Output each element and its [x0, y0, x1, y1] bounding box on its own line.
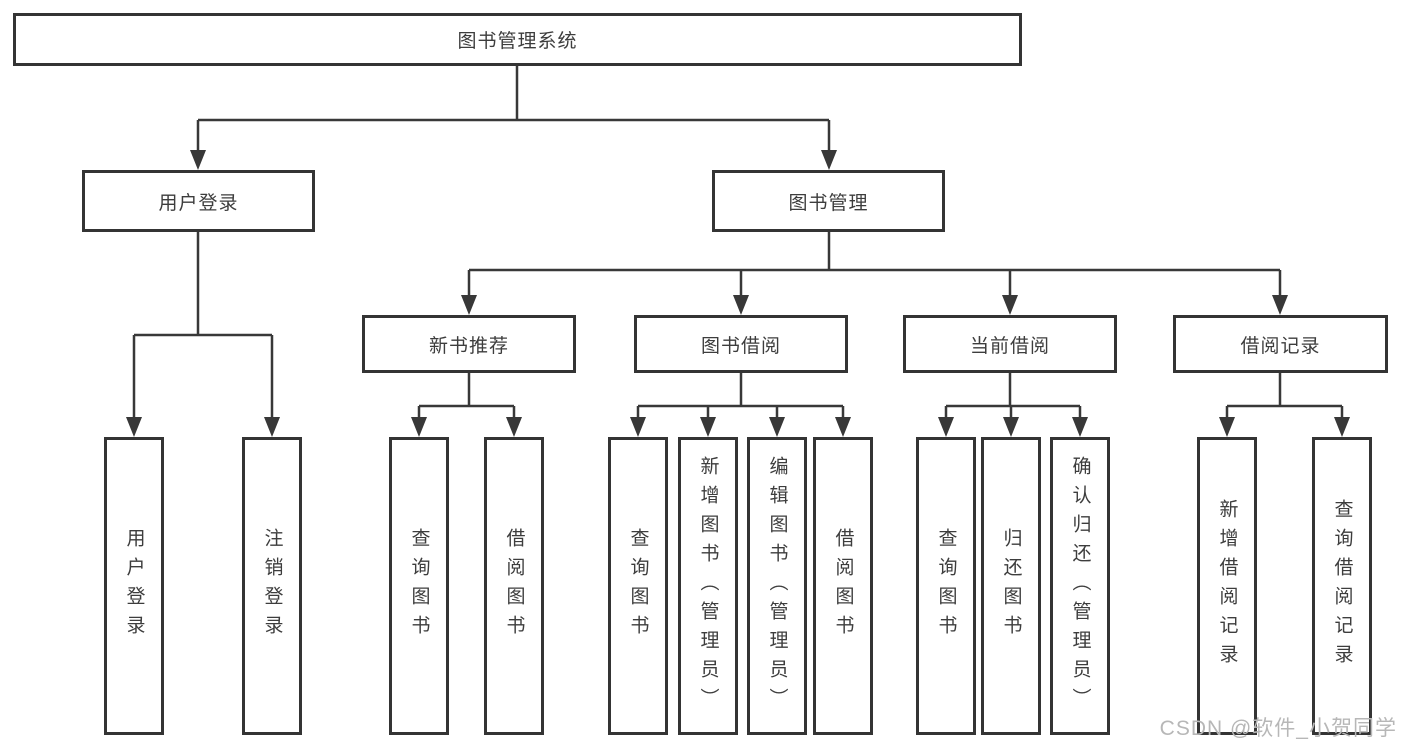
- leaf-confirm-return-admin: 确认归还（管理员）: [1050, 437, 1110, 735]
- arrowhead-icon: [700, 417, 716, 437]
- leaf-query-borrowing-record: 查询借阅记录: [1312, 437, 1372, 735]
- node-user-login: 用户登录: [82, 170, 315, 232]
- arrowhead-icon: [821, 150, 837, 170]
- arrowhead-icons: [126, 150, 1350, 437]
- leaf-query-books-3: 查询图书: [916, 437, 976, 735]
- leaf-return-books: 归还图书: [981, 437, 1041, 735]
- leaf-edit-books-admin: 编辑图书（管理员）: [747, 437, 807, 735]
- leaf-query-books-2: 查询图书: [608, 437, 668, 735]
- arrowhead-icon: [835, 417, 851, 437]
- arrowhead-icon: [769, 417, 785, 437]
- leaf-query-books-1: 查询图书: [389, 437, 449, 735]
- arrowhead-icon: [1072, 417, 1088, 437]
- arrowhead-icon: [506, 417, 522, 437]
- arrowhead-icon: [1002, 295, 1018, 315]
- arrowhead-icon: [938, 417, 954, 437]
- arrowhead-icon: [1334, 417, 1350, 437]
- arrowhead-icon: [411, 417, 427, 437]
- arrowhead-icon: [461, 295, 477, 315]
- arrowhead-icon: [1219, 417, 1235, 437]
- arrowhead-icon: [126, 417, 142, 437]
- node-library-management-system: 图书管理系统: [13, 13, 1022, 66]
- watermark-text: CSDN @软件_小贺同学: [1159, 717, 1397, 740]
- leaf-add-borrowing-record: 新增借阅记录: [1197, 437, 1257, 735]
- arrowhead-icon: [1003, 417, 1019, 437]
- arrowhead-icon: [264, 417, 280, 437]
- node-new-book-recommendation: 新书推荐: [362, 315, 576, 373]
- arrowhead-icon: [190, 150, 206, 170]
- node-book-management: 图书管理: [712, 170, 945, 232]
- node-current-borrowing: 当前借阅: [903, 315, 1117, 373]
- leaf-borrow-books-1: 借阅图书: [484, 437, 544, 735]
- leaf-logout: 注销登录: [242, 437, 302, 735]
- arrowhead-icon: [1272, 295, 1288, 315]
- node-book-borrowing: 图书借阅: [634, 315, 848, 373]
- arrowhead-icon: [630, 417, 646, 437]
- node-borrowing-records: 借阅记录: [1173, 315, 1388, 373]
- arrowhead-icon: [733, 295, 749, 315]
- connector-paths: [132, 66, 1344, 420]
- leaf-add-books-admin: 新增图书（管理员）: [678, 437, 738, 735]
- leaf-borrow-books-2: 借阅图书: [813, 437, 873, 735]
- leaf-user-login: 用户登录: [104, 437, 164, 735]
